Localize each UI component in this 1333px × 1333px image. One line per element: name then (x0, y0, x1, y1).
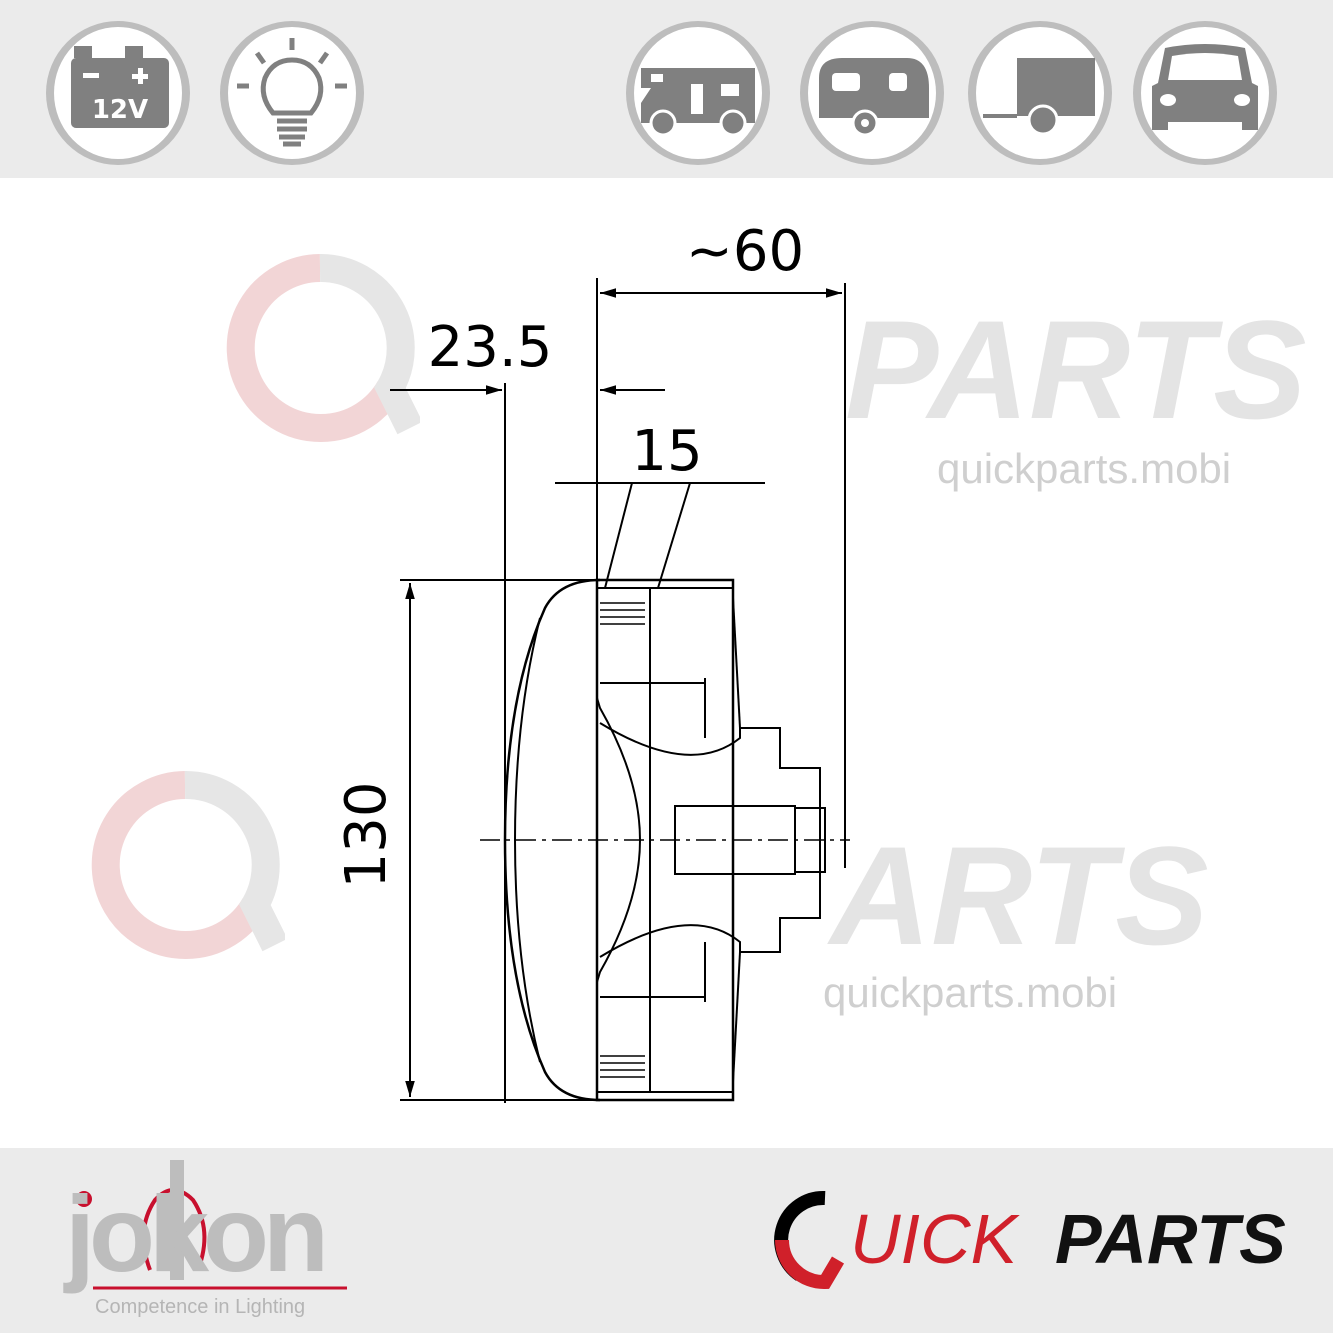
watermark-q-logo (91, 770, 285, 959)
lens-outline (503, 578, 601, 1102)
dim-total-depth-label: ~60 (686, 219, 804, 284)
quickparts-q-mark (774, 1190, 845, 1289)
car-icon (1133, 21, 1277, 165)
svg-text:12V: 12V (92, 95, 148, 125)
quickparts-wordmark-red: UICK (850, 1200, 1018, 1278)
caravan-icon (800, 21, 944, 165)
dim-mount-depth-label: 15 (631, 419, 702, 484)
jokon-logo: jokon Competence in Lighting (55, 1160, 355, 1320)
footer-logos (0, 1148, 1333, 1333)
jokon-tagline: Competence in Lighting (95, 1296, 306, 1318)
watermark-brand: PARTS (845, 291, 1307, 448)
watermark-url: quickparts.mobi (823, 969, 1118, 1016)
watermark-url: quickparts.mobi (937, 445, 1232, 492)
jokon-wordmark: jokon (65, 1173, 329, 1294)
dim-lens-depth-label: 23.5 (428, 315, 553, 380)
light-bulb-icon (220, 21, 364, 165)
dim-height-label: 130 (334, 782, 399, 889)
trailer-icon (968, 21, 1112, 165)
watermark-q-logo (226, 253, 420, 442)
motorhome-icon (626, 21, 770, 165)
battery-12v-icon: 12V (46, 21, 190, 165)
quickparts-wordmark-black: PARTS (1055, 1200, 1286, 1278)
jokon-logo-mark (76, 1160, 347, 1290)
watermark-brand: ARTS (830, 817, 1209, 974)
quickparts-logo: UICK PARTS (770, 1190, 1310, 1290)
technical-drawing: ~60 23.5 15 130 (334, 219, 850, 1103)
